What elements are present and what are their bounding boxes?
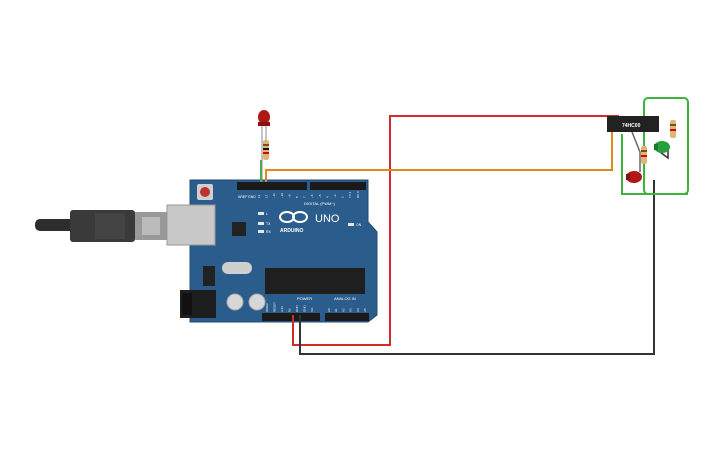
wire-gray[interactable] xyxy=(631,131,641,172)
resistor-bb-2[interactable] xyxy=(641,146,647,164)
tx-led xyxy=(258,222,264,225)
power-pin-label: 5V xyxy=(288,308,292,312)
led-red-bb[interactable] xyxy=(626,171,642,183)
usb-cable[interactable] xyxy=(35,210,167,242)
digital-pin-label: 2 xyxy=(341,196,345,198)
arduino-board[interactable]: UNO ARDUINO DIGITAL (PWM~) AREF GND POWE… xyxy=(166,179,378,323)
usb-chip xyxy=(232,222,246,236)
wire-orange[interactable] xyxy=(265,128,613,182)
analog-header[interactable] xyxy=(325,313,369,321)
resistor-bb-1[interactable] xyxy=(670,120,676,138)
rx-label: RX xyxy=(266,230,272,234)
analog-header-label: ANALOG IN xyxy=(334,296,356,301)
digital-header[interactable] xyxy=(237,182,307,190)
digital-pin-label: ~10 xyxy=(280,193,284,198)
resistor-board[interactable] xyxy=(263,140,269,160)
capacitor xyxy=(226,293,244,311)
digital-pin-label: 7 xyxy=(303,196,307,198)
digital-pin-label: ~11 xyxy=(272,193,276,198)
led-red-board[interactable] xyxy=(258,110,270,182)
power-pin-label: RESET xyxy=(273,302,277,312)
aref-label: AREF xyxy=(238,195,247,199)
analog-pin-label: A5 xyxy=(363,308,367,312)
digital-pin-label: ~6 xyxy=(310,194,314,198)
digital-pin-label: ~5 xyxy=(318,194,322,198)
digital-pin-label: 8 xyxy=(295,196,299,198)
analog-pin-label: A3 xyxy=(349,308,353,312)
analog-pin-label: A1 xyxy=(334,308,338,312)
gnd-label: GND xyxy=(248,195,256,199)
digital-pin-label: 12 xyxy=(265,194,269,198)
logo-text: UNO xyxy=(315,213,340,225)
on-led xyxy=(348,223,354,226)
arduino-logo: UNO ARDUINO xyxy=(279,211,340,234)
digital-header-label: DIGITAL (PWM~) xyxy=(304,201,336,206)
wire-black[interactable] xyxy=(299,180,655,355)
l-led xyxy=(258,212,264,215)
power-header[interactable] xyxy=(262,313,320,321)
l-label: L xyxy=(266,212,268,216)
rx-led xyxy=(258,230,264,233)
atmega-chip xyxy=(265,268,365,294)
wire-green-link[interactable] xyxy=(621,134,688,195)
power-header-label: POWER xyxy=(297,296,312,301)
power-pin-label: 3.3V xyxy=(280,306,284,312)
digital-pin-label: ~3 xyxy=(333,194,337,198)
power-pin-label: GND xyxy=(303,305,307,313)
voltage-regulator xyxy=(203,266,215,286)
tx-label: TX xyxy=(266,222,271,226)
brand-text: ARDUINO xyxy=(280,228,303,234)
on-label: ON xyxy=(356,223,362,227)
digital-pin-label: 13 xyxy=(257,194,261,198)
usb-jack xyxy=(166,204,216,246)
chip-label: 74HC00 xyxy=(622,123,641,129)
power-pin-label: IOREF xyxy=(265,303,269,312)
analog-pin-label: A0 xyxy=(327,308,331,312)
crystal xyxy=(222,262,252,274)
digital-pin-label: 4 xyxy=(325,196,329,198)
chip-74hc00[interactable]: 74HC00 xyxy=(607,116,659,132)
analog-pin-label: A4 xyxy=(356,308,360,312)
digital-header-2[interactable] xyxy=(310,182,366,190)
power-pin-label: GND xyxy=(295,305,299,313)
digital-pin-label: ~9 xyxy=(287,194,291,198)
digital-pin-label: RX 0 xyxy=(356,191,360,198)
power-pin-label: Vin xyxy=(310,307,314,312)
digital-pin-label: TX 1 xyxy=(348,191,352,198)
analog-pin-label: A2 xyxy=(341,308,345,312)
capacitor xyxy=(248,293,266,311)
led-green-bb[interactable] xyxy=(654,141,670,153)
